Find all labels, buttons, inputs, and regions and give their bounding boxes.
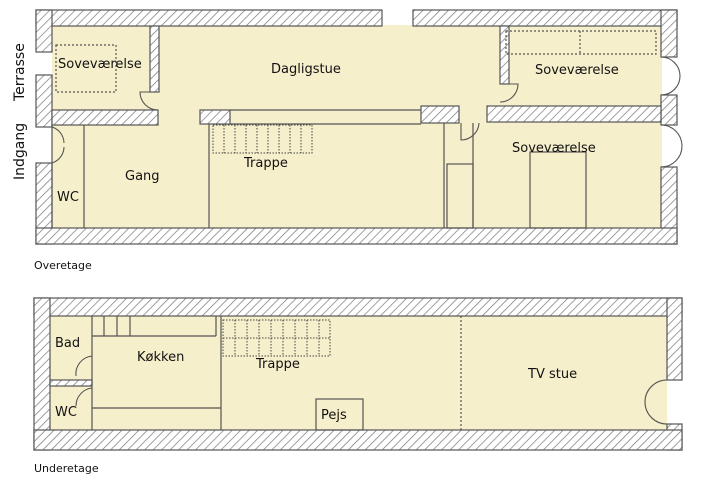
room-label-stairs-upper: Trappe [243,156,288,171]
lower-outer-walls [33,297,683,451]
upper-floor-area [52,25,662,228]
upper-interior-lines [51,30,657,229]
upper-stairs-graphic [212,124,313,154]
upper-doors [51,56,683,168]
room-label-tv-room: TV stue [527,367,577,382]
lower-interior-lines [91,316,462,431]
room-label-bedroom-left: Soveværelse [58,57,142,72]
room-label-bedroom-top-right: Soveværelse [535,63,619,78]
room-label-wc-upper: WC [57,190,79,205]
lower-floor-area [50,316,667,430]
room-label-kitchen: Køkken [137,350,184,365]
lower-doors [75,355,668,425]
upper-floor-caption: Overetage [34,259,92,272]
room-label-stairs-lower: Trappe [255,357,300,372]
lower-stairs-graphic [222,319,331,357]
lower-floor: Bad WC Køkken Trappe Pejs TV stue Undere… [33,297,683,475]
room-label-living-room: Dagligstue [271,62,341,77]
entrance-label: Indgang [12,123,28,180]
lower-floor-caption: Underetage [34,462,99,475]
room-label-fireplace: Pejs [321,408,347,423]
room-label-bath: Bad [55,336,80,351]
upper-outer-walls [35,9,678,245]
terrace-label: Terrasse [12,43,28,102]
room-label-hallway: Gang [125,169,160,184]
upper-floor: Terrasse Indgang Soveværelse Dagligstue … [12,9,683,272]
room-label-bedroom-bottom-right: Soveværelse [512,141,596,156]
room-label-wc-lower: WC [55,405,77,420]
